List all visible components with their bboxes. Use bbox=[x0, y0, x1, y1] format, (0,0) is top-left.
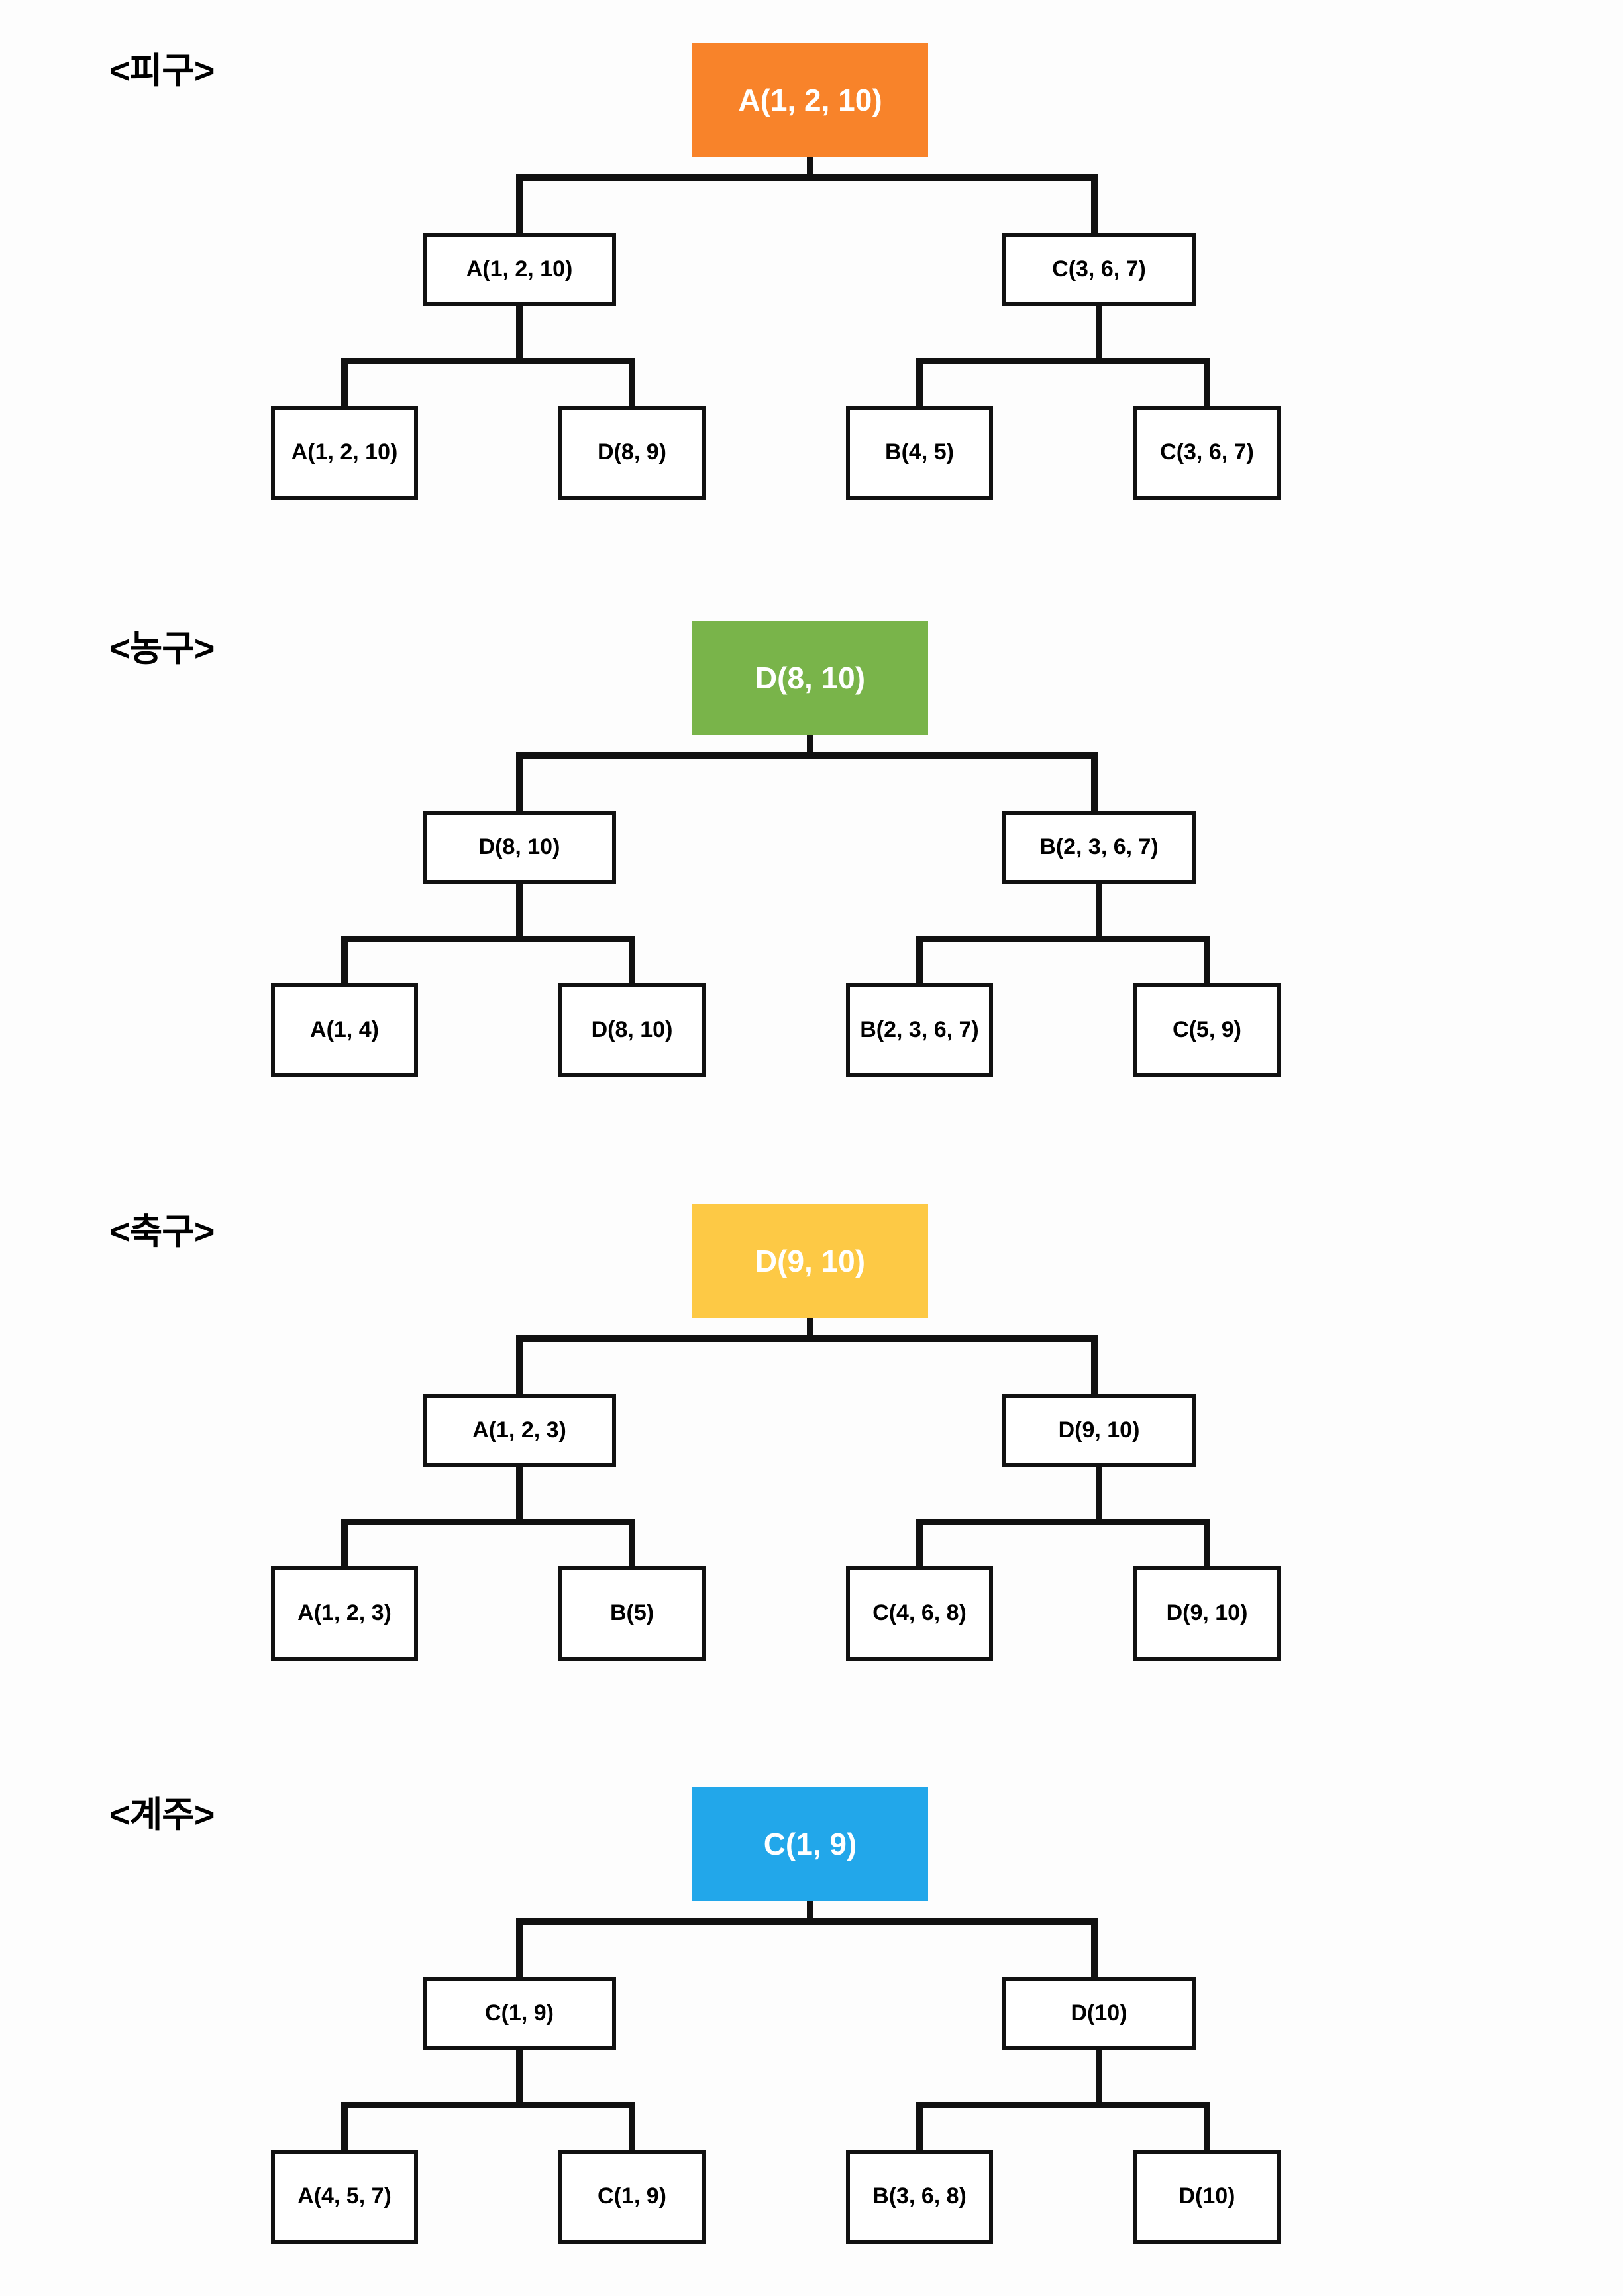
connector-quarterfinal-drop-3 bbox=[916, 358, 923, 410]
connector-quarterfinal-drop-2 bbox=[629, 358, 635, 410]
connector-quarterfinal-bar-right bbox=[916, 358, 1210, 364]
bracket-section-dodgeball: <피구> A(1, 2, 10) A(1, 2, 10) C(3, 6, 7) … bbox=[0, 0, 1623, 550]
connector-quarterfinal-bar-left bbox=[341, 358, 635, 364]
quarterfinal-node-4[interactable]: C(5, 9) bbox=[1133, 983, 1281, 1077]
quarterfinal-node-1[interactable]: A(1, 2, 3) bbox=[271, 1566, 418, 1661]
connector-quarterfinal-drop-1 bbox=[341, 358, 348, 410]
section-label: <축구> bbox=[109, 1212, 215, 1252]
connector-quarterfinal-drop-3 bbox=[916, 1519, 923, 1570]
bracket-section-basketball: <농구> D(8, 10) D(8, 10) B(2, 3, 6, 7) A(1… bbox=[0, 578, 1623, 1128]
champion-node[interactable]: D(9, 10) bbox=[692, 1204, 928, 1318]
section-label: <농구> bbox=[109, 629, 215, 669]
connector-semifinal-bar bbox=[516, 1918, 1098, 1925]
connector-semifinal-drop-left bbox=[516, 752, 523, 815]
connector-semifinal-drop-right bbox=[1091, 1918, 1098, 1981]
connector-semifinal-stem-right bbox=[1096, 306, 1102, 360]
connector-semifinal-stem-left bbox=[516, 306, 523, 360]
bracket-section-relay: <계주> C(1, 9) C(1, 9) D(10) A(4, 5, 7) C(… bbox=[0, 1744, 1623, 2294]
connector-semifinal-stem-right bbox=[1096, 2050, 1102, 2105]
quarterfinal-node-2[interactable]: B(5) bbox=[558, 1566, 706, 1661]
connector-quarterfinal-bar-right bbox=[916, 2102, 1210, 2108]
semifinal-node-right[interactable]: D(9, 10) bbox=[1002, 1394, 1196, 1467]
connector-semifinal-drop-left bbox=[516, 1335, 523, 1398]
quarterfinal-node-2[interactable]: D(8, 9) bbox=[558, 406, 706, 500]
semifinal-node-right[interactable]: D(10) bbox=[1002, 1977, 1196, 2050]
connector-quarterfinal-bar-left bbox=[341, 2102, 635, 2108]
quarterfinal-node-4[interactable]: D(10) bbox=[1133, 2150, 1281, 2244]
connector-quarterfinal-bar-right bbox=[916, 1519, 1210, 1525]
champion-node[interactable]: D(8, 10) bbox=[692, 621, 928, 735]
connector-semifinal-bar bbox=[516, 752, 1098, 759]
semifinal-node-left[interactable]: A(1, 2, 10) bbox=[423, 233, 616, 306]
quarterfinal-node-1[interactable]: A(1, 2, 10) bbox=[271, 406, 418, 500]
connector-quarterfinal-drop-1 bbox=[341, 2102, 348, 2154]
connector-semifinal-stem-right bbox=[1096, 1467, 1102, 1521]
connector-quarterfinal-drop-4 bbox=[1204, 936, 1210, 987]
connector-root-stem bbox=[807, 735, 813, 756]
connector-semifinal-bar bbox=[516, 1335, 1098, 1342]
connector-quarterfinal-drop-3 bbox=[916, 2102, 923, 2154]
quarterfinal-node-1[interactable]: A(1, 4) bbox=[271, 983, 418, 1077]
section-label: <피구> bbox=[109, 51, 215, 91]
quarterfinal-node-2[interactable]: C(1, 9) bbox=[558, 2150, 706, 2244]
connector-semifinal-drop-right bbox=[1091, 1335, 1098, 1398]
connector-quarterfinal-drop-2 bbox=[629, 2102, 635, 2154]
connector-quarterfinal-bar-left bbox=[341, 1519, 635, 1525]
semifinal-node-right[interactable]: C(3, 6, 7) bbox=[1002, 233, 1196, 306]
connector-quarterfinal-drop-4 bbox=[1204, 1519, 1210, 1570]
quarterfinal-node-3[interactable]: C(4, 6, 8) bbox=[846, 1566, 993, 1661]
bracket-section-soccer: <축구> D(9, 10) A(1, 2, 3) D(9, 10) A(1, 2… bbox=[0, 1161, 1623, 1711]
connector-semifinal-stem-left bbox=[516, 2050, 523, 2105]
semifinal-node-left[interactable]: A(1, 2, 3) bbox=[423, 1394, 616, 1467]
quarterfinal-node-3[interactable]: B(3, 6, 8) bbox=[846, 2150, 993, 2244]
connector-semifinal-drop-right bbox=[1091, 752, 1098, 815]
connector-semifinal-drop-right bbox=[1091, 174, 1098, 237]
quarterfinal-node-3[interactable]: B(4, 5) bbox=[846, 406, 993, 500]
quarterfinal-node-1[interactable]: A(4, 5, 7) bbox=[271, 2150, 418, 2244]
connector-semifinal-stem-left bbox=[516, 1467, 523, 1521]
connector-quarterfinal-drop-4 bbox=[1204, 2102, 1210, 2154]
connector-quarterfinal-drop-1 bbox=[341, 1519, 348, 1570]
quarterfinal-node-3[interactable]: B(2, 3, 6, 7) bbox=[846, 983, 993, 1077]
section-label: <계주> bbox=[109, 1795, 215, 1835]
champion-node[interactable]: C(1, 9) bbox=[692, 1787, 928, 1901]
connector-semifinal-drop-left bbox=[516, 174, 523, 237]
champion-node[interactable]: A(1, 2, 10) bbox=[692, 43, 928, 157]
connector-quarterfinal-bar-left bbox=[341, 936, 635, 942]
connector-semifinal-bar bbox=[516, 174, 1098, 181]
connector-semifinal-drop-left bbox=[516, 1918, 523, 1981]
connector-quarterfinal-drop-2 bbox=[629, 1519, 635, 1570]
connector-semifinal-stem-right bbox=[1096, 884, 1102, 938]
connector-root-stem bbox=[807, 1318, 813, 1339]
connector-quarterfinal-bar-right bbox=[916, 936, 1210, 942]
connector-quarterfinal-drop-4 bbox=[1204, 358, 1210, 410]
connector-quarterfinal-drop-1 bbox=[341, 936, 348, 987]
quarterfinal-node-2[interactable]: D(8, 10) bbox=[558, 983, 706, 1077]
semifinal-node-left[interactable]: C(1, 9) bbox=[423, 1977, 616, 2050]
connector-root-stem bbox=[807, 157, 813, 178]
connector-root-stem bbox=[807, 1901, 813, 1922]
quarterfinal-node-4[interactable]: C(3, 6, 7) bbox=[1133, 406, 1281, 500]
semifinal-node-left[interactable]: D(8, 10) bbox=[423, 811, 616, 884]
semifinal-node-right[interactable]: B(2, 3, 6, 7) bbox=[1002, 811, 1196, 884]
quarterfinal-node-4[interactable]: D(9, 10) bbox=[1133, 1566, 1281, 1661]
connector-quarterfinal-drop-2 bbox=[629, 936, 635, 987]
connector-quarterfinal-drop-3 bbox=[916, 936, 923, 987]
connector-semifinal-stem-left bbox=[516, 884, 523, 938]
